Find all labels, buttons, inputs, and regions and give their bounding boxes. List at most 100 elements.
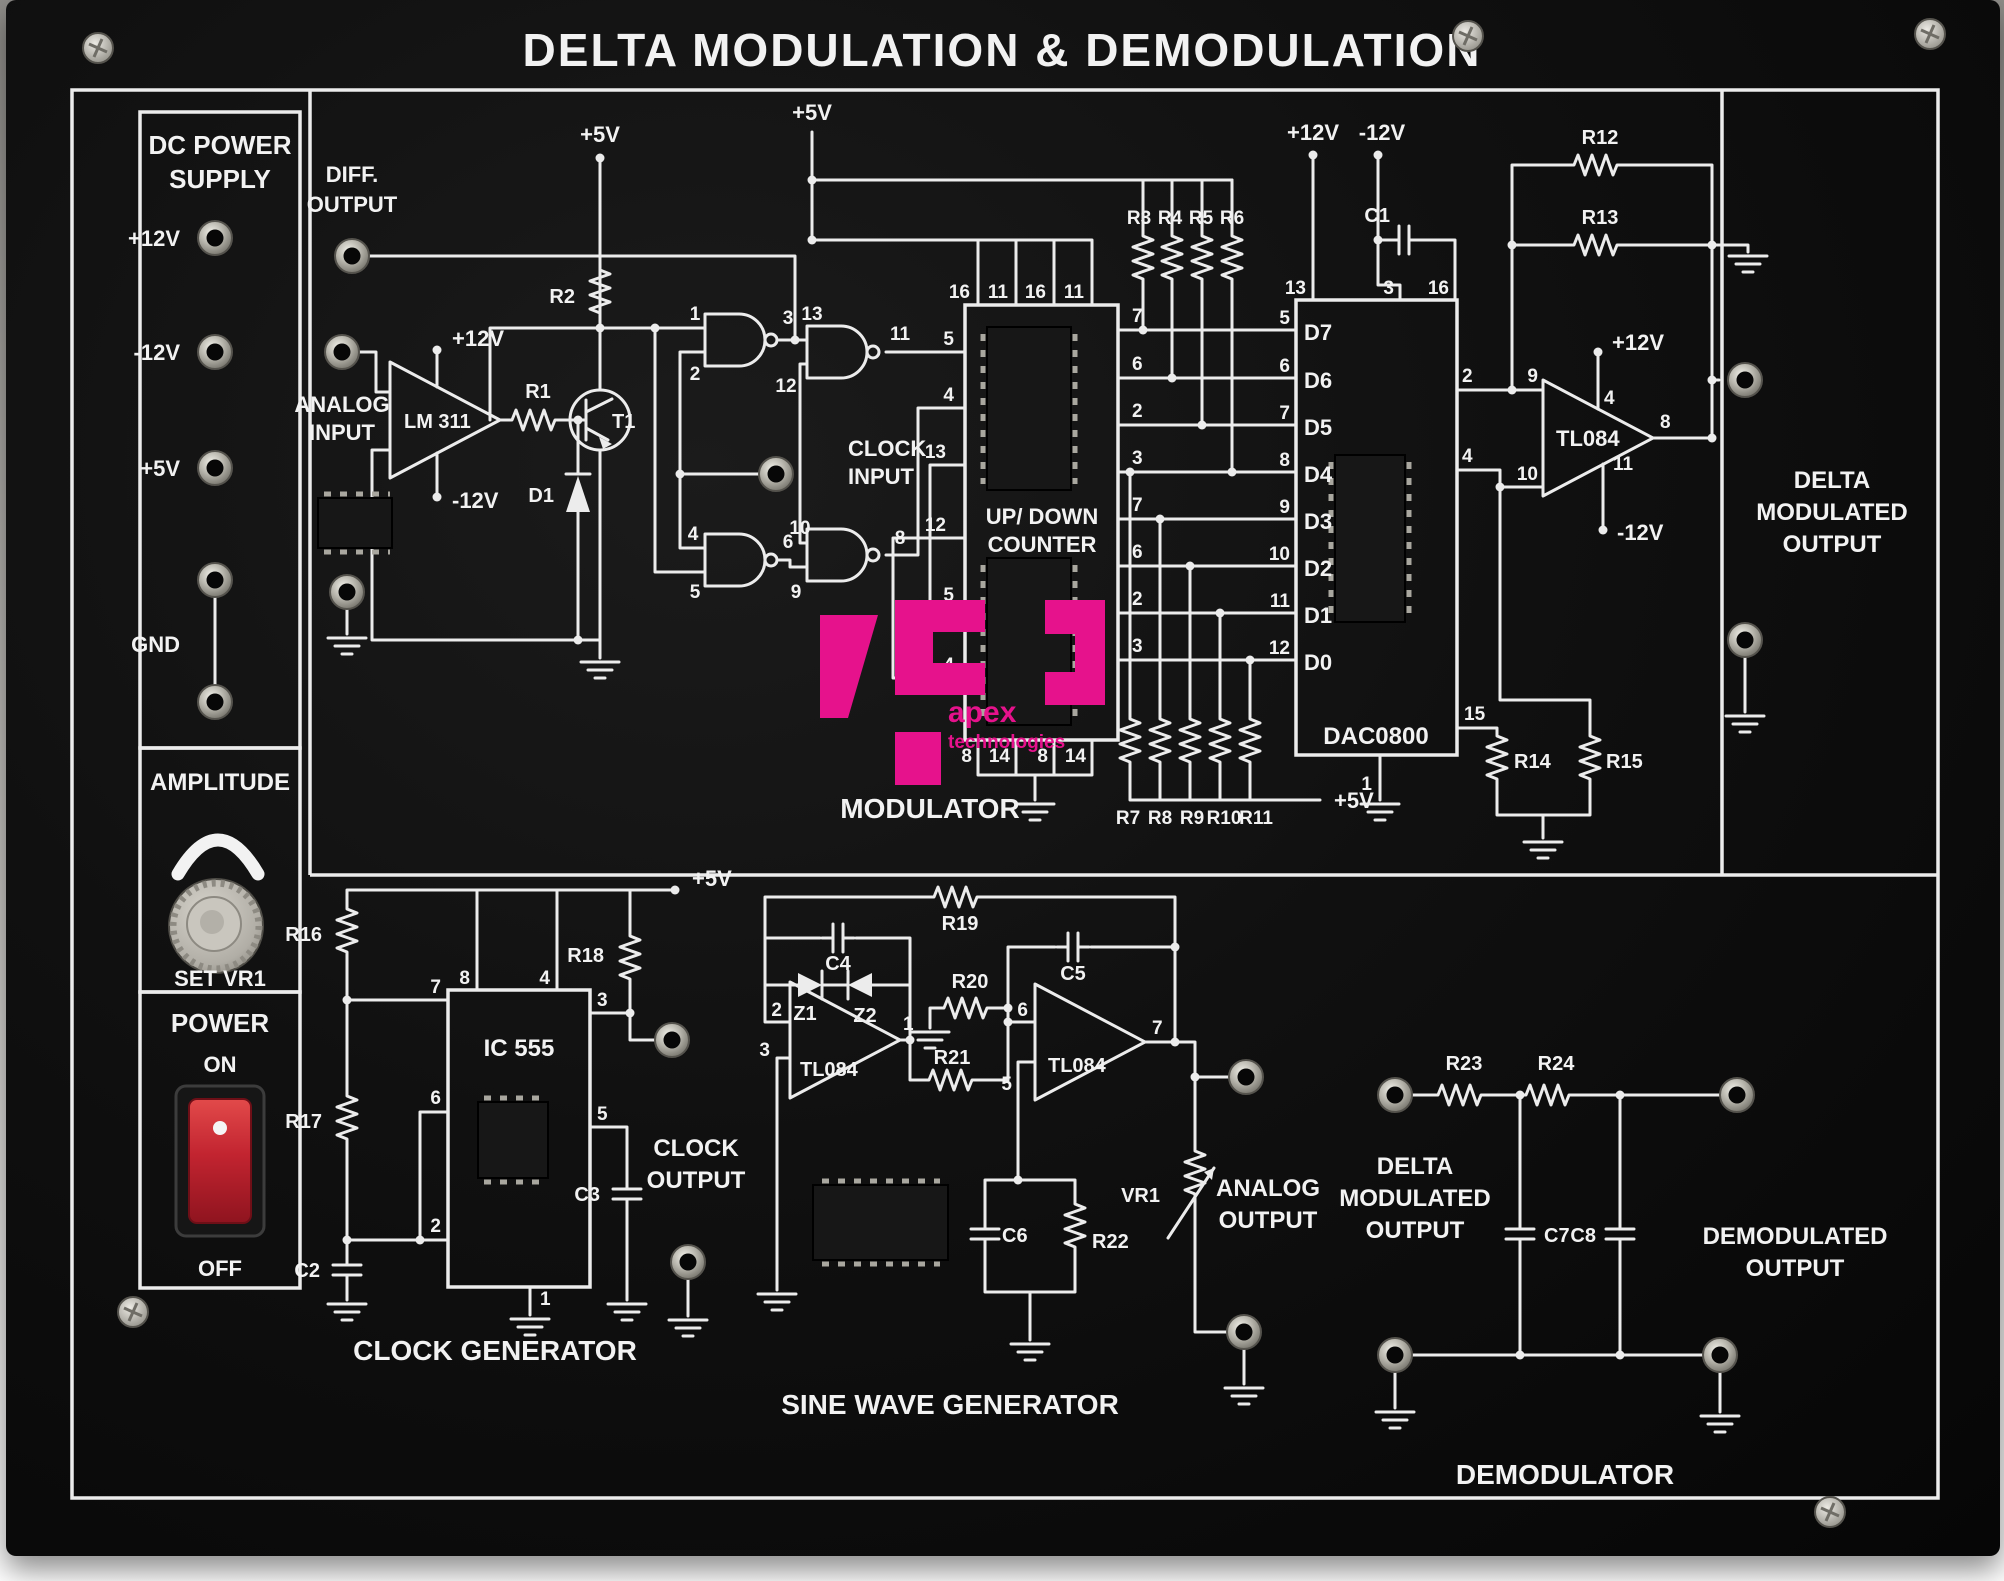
modulator-title: MODULATOR [840, 793, 1019, 824]
ic555-pin-5: 5 [597, 1104, 608, 1125]
modulator-box [308, 90, 1938, 877]
demod-input-jack[interactable] [1377, 1077, 1413, 1113]
dc-title-1: DC POWER [149, 130, 292, 160]
r20-label: R20 [952, 971, 989, 993]
sine-pin-3: 3 [759, 1040, 770, 1061]
c2-gnd-symbol [326, 1302, 368, 1322]
analog-input-jack[interactable] [324, 334, 360, 370]
counter-pin: 16 [949, 282, 970, 303]
r4-label: R4 [1158, 208, 1183, 229]
dac-data-label: D2 [1304, 556, 1332, 581]
power-switch[interactable] [174, 1084, 266, 1238]
capacitor-c4 [820, 922, 856, 954]
p12-jack[interactable] [197, 220, 233, 256]
nand-gate-d [805, 527, 881, 583]
feedback-gnd-symbol [1727, 254, 1769, 274]
r3-label: R3 [1127, 208, 1151, 229]
clock-input-jack[interactable] [758, 456, 794, 492]
dac-data-label: D1 [1304, 603, 1332, 628]
counter-pin: 8 [1037, 746, 1048, 767]
delta-out-gnd-jack[interactable] [1727, 622, 1763, 658]
r7-label: R7 [1116, 808, 1140, 829]
counter-pin: 3 [1132, 636, 1143, 657]
clock-out-gnd-symbol [667, 1318, 709, 1338]
gate-pin: 11 [890, 324, 911, 345]
sine-generator-section: R19 C4 Z1 Z2 TL084 2 3 1 R20 R21 C5 TL08… [756, 885, 1320, 1420]
screw-top-right [1913, 17, 1947, 51]
counter-gnd-symbol [1014, 802, 1056, 822]
analog-input-label-1: ANALOG [294, 392, 389, 417]
resistor-r1 [504, 408, 572, 432]
dac-data-label: D4 [1304, 462, 1333, 487]
gate-pin: 6 [783, 532, 794, 553]
amplitude-knob[interactable] [168, 878, 264, 974]
demod-gnd-left-jack[interactable] [1377, 1337, 1413, 1373]
gate-pin: 2 [690, 364, 701, 385]
demod-gnd-right-jack[interactable] [1702, 1337, 1738, 1373]
clock-output-jack[interactable] [654, 1022, 690, 1058]
r11-label: R11 [1239, 808, 1273, 829]
dc-power-supply: DC POWER SUPPLY +12V -12V +5V GND [128, 110, 302, 750]
n12-jack[interactable] [197, 334, 233, 370]
c5-label: C5 [1060, 963, 1086, 985]
dac-n12-label: -12V [1359, 120, 1406, 145]
dc-title-2: SUPPLY [169, 164, 271, 194]
modulator-section: DIFF. OUTPUT +5V R2 LM 311 +12V -12V ANA… [294, 100, 1908, 860]
dac-pin-3: 3 [1383, 278, 1394, 299]
counter-pin: 5 [943, 585, 954, 606]
cmp-gnd-symbol [579, 660, 621, 680]
analog-gnd-jack[interactable] [329, 574, 365, 610]
resistor-r17 [335, 1088, 359, 1156]
dac-pin: 12 [1269, 638, 1290, 659]
r17-label: R17 [285, 1111, 322, 1133]
r23-label: R23 [1446, 1053, 1483, 1075]
r14r15-gnd-symbol [1522, 840, 1564, 860]
gate-pin: 8 [895, 528, 906, 549]
counter-label-1: UP/ DOWN [986, 504, 1098, 529]
dac-label: DAC0800 [1323, 723, 1428, 750]
t1-label: T1 [612, 411, 635, 433]
r9-label: R9 [1180, 808, 1204, 829]
dac-pin-1: 1 [1361, 774, 1372, 795]
dac-pin: 5 [1279, 308, 1290, 329]
dac-pin: 8 [1279, 450, 1290, 471]
counter-pin: 14 [1065, 746, 1087, 767]
r8-label: R8 [1148, 808, 1172, 829]
demod-out-label-1: DEMODULATED [1703, 1223, 1888, 1250]
analog-output-gnd-jack[interactable] [1226, 1314, 1262, 1350]
r5-label: R5 [1189, 208, 1214, 229]
lm311-chip [317, 491, 393, 555]
gnd-jack-b[interactable] [197, 684, 233, 720]
dac-pin-13: 13 [1285, 278, 1306, 299]
brand-logo: apex technologies [820, 600, 1105, 785]
demodulator-section: R23 R24 C7 C8 DELTA MODULATED OUTPUT DEM… [1339, 1053, 1887, 1490]
ic555-pin-3: 3 [597, 990, 608, 1011]
ic555-pin-7: 7 [430, 977, 441, 998]
dac-pin: 10 [1269, 544, 1290, 565]
gnd-jack-a[interactable] [197, 562, 233, 598]
analog-out-gnd-symbol [1223, 1386, 1265, 1406]
nand-gate-b [805, 324, 881, 380]
clock-generator-title: CLOCK GENERATOR [353, 1335, 637, 1366]
p5-jack[interactable] [197, 450, 233, 486]
analog-output-jack[interactable] [1228, 1059, 1264, 1095]
sine-pin3-gnd-symbol [756, 1292, 798, 1312]
c2-label: C2 [294, 1260, 320, 1282]
counter-pin: 2 [1132, 589, 1143, 610]
r2-label: R2 [549, 286, 575, 308]
c3-label: C3 [574, 1184, 600, 1206]
screw-bottom-left [116, 1295, 150, 1329]
p5-label: +5V [140, 456, 180, 481]
c6r22-gnd-symbol [1009, 1342, 1051, 1362]
clock-output-gnd-jack[interactable] [670, 1244, 706, 1280]
diff-output-jack[interactable] [334, 238, 370, 274]
demod-output-jack[interactable] [1719, 1077, 1755, 1113]
delta-out-jack[interactable] [1727, 362, 1763, 398]
logo-shape-notch [895, 600, 985, 695]
gate-pin: 10 [789, 518, 810, 539]
capacitor-c8 [1604, 1216, 1636, 1252]
resistor-r19 [926, 885, 994, 909]
resistor-r10 [1208, 711, 1232, 779]
gate-pin: 9 [791, 582, 802, 603]
